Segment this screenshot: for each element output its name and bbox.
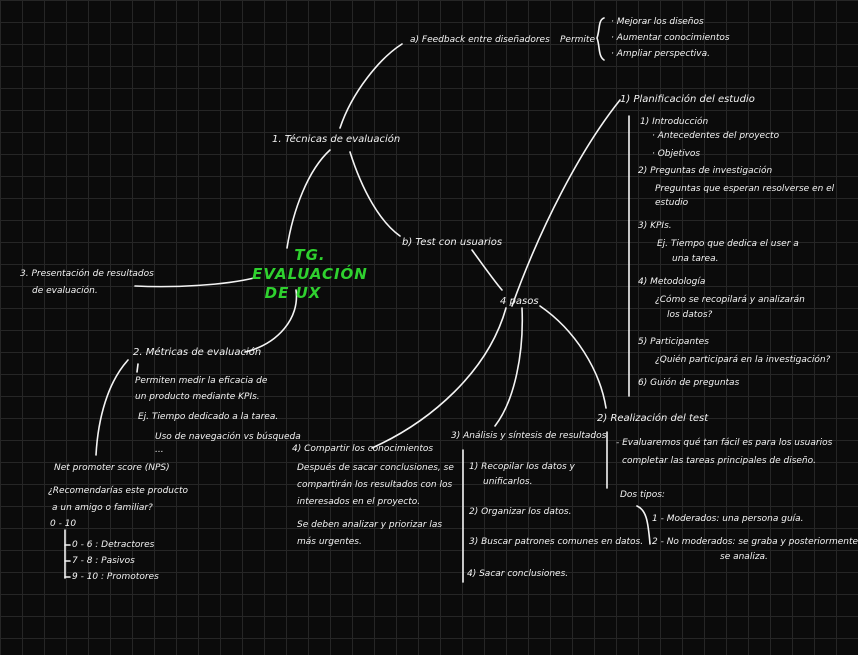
compartir-line-5: más urgentes. — [297, 537, 362, 547]
node-feedback: a) Feedback entre diseñadores — [410, 35, 550, 45]
planificacion-line-2: · Antecedentes del proyecto — [652, 131, 780, 141]
link-pasos-compartir — [371, 307, 507, 449]
link-pasos-analisis — [494, 307, 524, 427]
metricas-desc-1: Permiten medir la eficacia de — [135, 376, 268, 386]
node-metricas: 2. Métricas de evaluación — [133, 347, 262, 358]
nps-question-2: a un amigo o familiar? — [52, 503, 153, 513]
analisis-line-5: 4) Sacar conclusiones. — [467, 569, 569, 579]
planificacion-line-13: 5) Participantes — [638, 337, 709, 347]
central-title: TG. EVALUACIÓN DE UX — [240, 246, 380, 303]
analisis-line-3: 2) Organizar los datos. — [469, 507, 572, 517]
link-test-pasos — [471, 249, 503, 291]
analisis-line-4: 3) Buscar patrones comunes en datos. — [469, 537, 644, 547]
permite-item-1: · Mejorar los diseños — [611, 17, 704, 27]
title-line-2: DE UX — [264, 284, 322, 302]
realizacion-desc-1: - Evaluaremos qué tan fácil es para los … — [616, 438, 833, 448]
analisis-line-1: 1) Recopilar los datos y — [469, 462, 575, 472]
tipos-bracket — [636, 505, 651, 545]
permite-item-3: · Ampliar perspectiva. — [611, 49, 711, 59]
realizacion-tipo-2b: se analiza. — [720, 552, 768, 562]
permite-item-2: · Aumentar conocimientos — [611, 33, 730, 43]
node-tecnicas: 1. Técnicas de evaluación — [272, 134, 401, 145]
node-4-pasos: 4 pasos — [500, 296, 539, 307]
planificacion-line-1: 1) Introducción — [640, 117, 709, 127]
title-line-1: TG. EVALUACIÓN — [252, 246, 368, 283]
nps-question-1: ¿Recomendarías este producto — [48, 486, 188, 496]
metricas-tick — [136, 363, 139, 373]
node-test: b) Test con usuarios — [402, 237, 503, 248]
planificacion-line-15: 6) Guión de preguntas — [638, 378, 740, 388]
node-realizacion: 2) Realización del test — [597, 413, 709, 424]
compartir-line-2: compartirán los resultados con los — [297, 480, 453, 490]
metricas-example-1: Ej. Tiempo dedicado a la tarea. — [138, 412, 279, 422]
compartir-line-3: interesados en el proyecto. — [297, 497, 421, 507]
link-title-tecnicas — [286, 149, 331, 249]
nps-item-detractores: 0 - 6 : Detractores — [72, 540, 155, 550]
planificacion-line-14: ¿Quién participará en la investigación? — [655, 355, 831, 365]
link-pasos-planificacion — [511, 99, 621, 307]
permite-label: Permite — [560, 35, 595, 45]
planificacion-line-3: · Objetivos — [652, 149, 701, 159]
planificacion-line-10: 4) Metodología — [638, 277, 706, 287]
analisis-line-2: unificarlos. — [483, 477, 533, 487]
metricas-example-3: ... — [155, 445, 164, 455]
link-title-metricas — [244, 289, 298, 353]
node-analisis: 3) Análisis y síntesis de resultados — [451, 431, 607, 441]
compartir-line-4: Se deben analizar y priorizar las — [297, 520, 443, 530]
planificacion-line-12: los datos? — [667, 310, 713, 320]
nps-range: 0 - 10 — [50, 519, 77, 529]
node-compartir: 4) Compartir los conocimientos — [292, 444, 434, 454]
node-nps: Net promoter score (NPS) — [54, 463, 170, 473]
planificacion-line-4: 2) Preguntas de investigación — [638, 166, 773, 176]
node-presentacion-line1: 3. Presentación de resultados — [20, 269, 154, 279]
link-pasos-realizacion — [539, 305, 607, 409]
permite-brace — [596, 17, 605, 61]
nps-item-promotores: 9 - 10 : Promotores — [72, 572, 159, 582]
planificacion-line-8: Ej. Tiempo que dedica el user a — [657, 239, 799, 249]
nps-item-pasivos: 7 - 8 : Pasivos — [72, 556, 135, 566]
planificacion-line-5: Preguntas que esperan resolverse en el — [655, 184, 835, 194]
link-tecnicas-test — [349, 151, 401, 237]
planificacion-line-11: ¿Cómo se recopilará y analizarán — [655, 295, 805, 305]
metricas-desc-2: un producto mediante KPIs. — [135, 392, 260, 402]
realizacion-tipos: Dos tipos: — [620, 490, 665, 500]
link-tecnicas-feedback — [339, 43, 403, 129]
metricas-example-2: Uso de navegación vs búsqueda — [155, 432, 301, 442]
planificacion-line-9: una tarea. — [672, 254, 719, 264]
node-planificacion: 1) Planificación del estudio — [620, 94, 755, 105]
planificacion-line-7: 3) KPIs. — [638, 221, 672, 231]
link-metricas-nps — [95, 359, 129, 456]
compartir-line-1: Después de sacar conclusiones, se — [297, 463, 454, 473]
node-presentacion-line2: de evaluación. — [32, 286, 98, 296]
planificacion-line-6: estudio — [655, 198, 689, 208]
realizacion-desc-2: completar las tareas principales de dise… — [622, 456, 816, 466]
realizacion-tipo-1: 1 - Moderados: una persona guía. — [652, 514, 804, 524]
link-title-presentacion — [134, 277, 255, 288]
realizacion-tipo-2a: 2 - No moderados: se graba y posteriorme… — [652, 537, 858, 547]
